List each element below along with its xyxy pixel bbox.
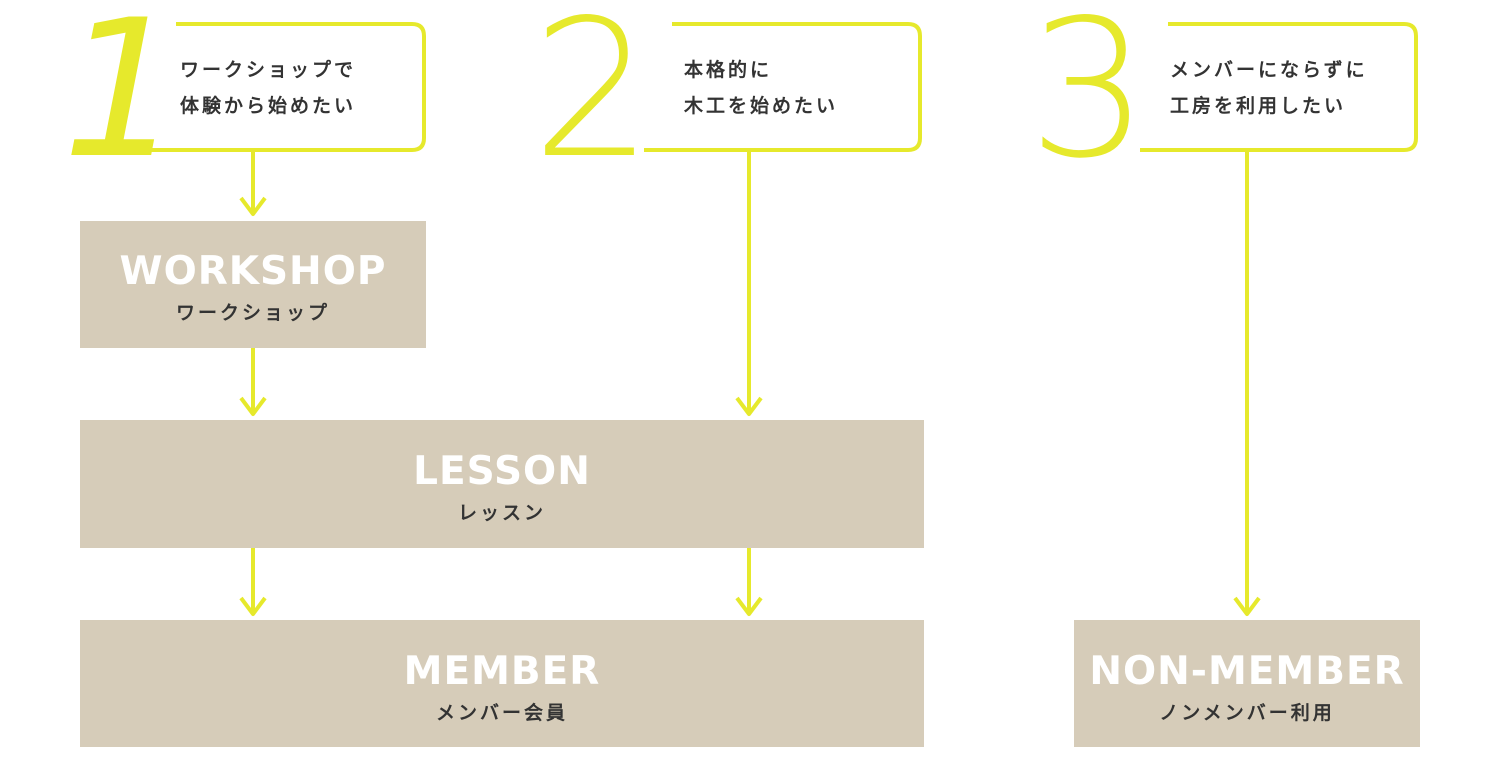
step-3-bracket: [1140, 22, 1418, 152]
lesson-subtitle: レッスン: [458, 502, 546, 524]
step-1-bracket: [148, 22, 426, 152]
step-2: 2 本格的に 木工を始めたい: [532, 0, 922, 200]
step-3-number: 3: [1028, 0, 1149, 200]
arrow-lesson-to-member-left: [239, 548, 267, 616]
step-2-caption-line-1: 本格的に: [684, 58, 772, 81]
step-2-bracket: [644, 22, 922, 152]
step-1: 1 ワークショップで 体験から始めたい: [62, 0, 426, 200]
non-member-box: NON-MEMBER ノンメンバー利用: [1074, 620, 1420, 747]
member-box: MEMBER メンバー会員: [80, 620, 924, 747]
step-1-number: 1: [62, 0, 183, 200]
arrow-workshop-to-lesson: [239, 348, 267, 416]
step-3-caption-line-1: メンバーにならずに: [1170, 59, 1368, 81]
member-title: MEMBER: [404, 649, 601, 694]
lesson-box: LESSON レッスン: [80, 420, 924, 548]
step-1-caption-line-2: 体験から始めたい: [180, 94, 356, 117]
arrow-step3-to-non-member: [1233, 152, 1261, 616]
arrow-step2-to-lesson: [735, 152, 763, 416]
arrow-step1-to-workshop: [239, 152, 267, 216]
workshop-box: WORKSHOP ワークショップ: [80, 221, 426, 348]
lesson-title: LESSON: [413, 449, 591, 494]
step-1-caption-line-1: ワークショップで: [180, 58, 356, 81]
workshop-title: WORKSHOP: [120, 249, 387, 294]
arrow-lesson-to-member-right: [735, 548, 763, 616]
non-member-title: NON-MEMBER: [1089, 649, 1404, 694]
step-2-number: 2: [532, 0, 653, 200]
member-subtitle: メンバー会員: [436, 701, 568, 724]
workshop-subtitle: ワークショップ: [176, 301, 330, 324]
step-3: 3 メンバーにならずに 工房を利用したい: [1028, 0, 1418, 200]
step-3-caption-line-2: 工房を利用したい: [1170, 94, 1346, 117]
step-2-caption-line-2: 木工を始めたい: [683, 94, 838, 117]
non-member-subtitle: ノンメンバー利用: [1159, 702, 1334, 724]
